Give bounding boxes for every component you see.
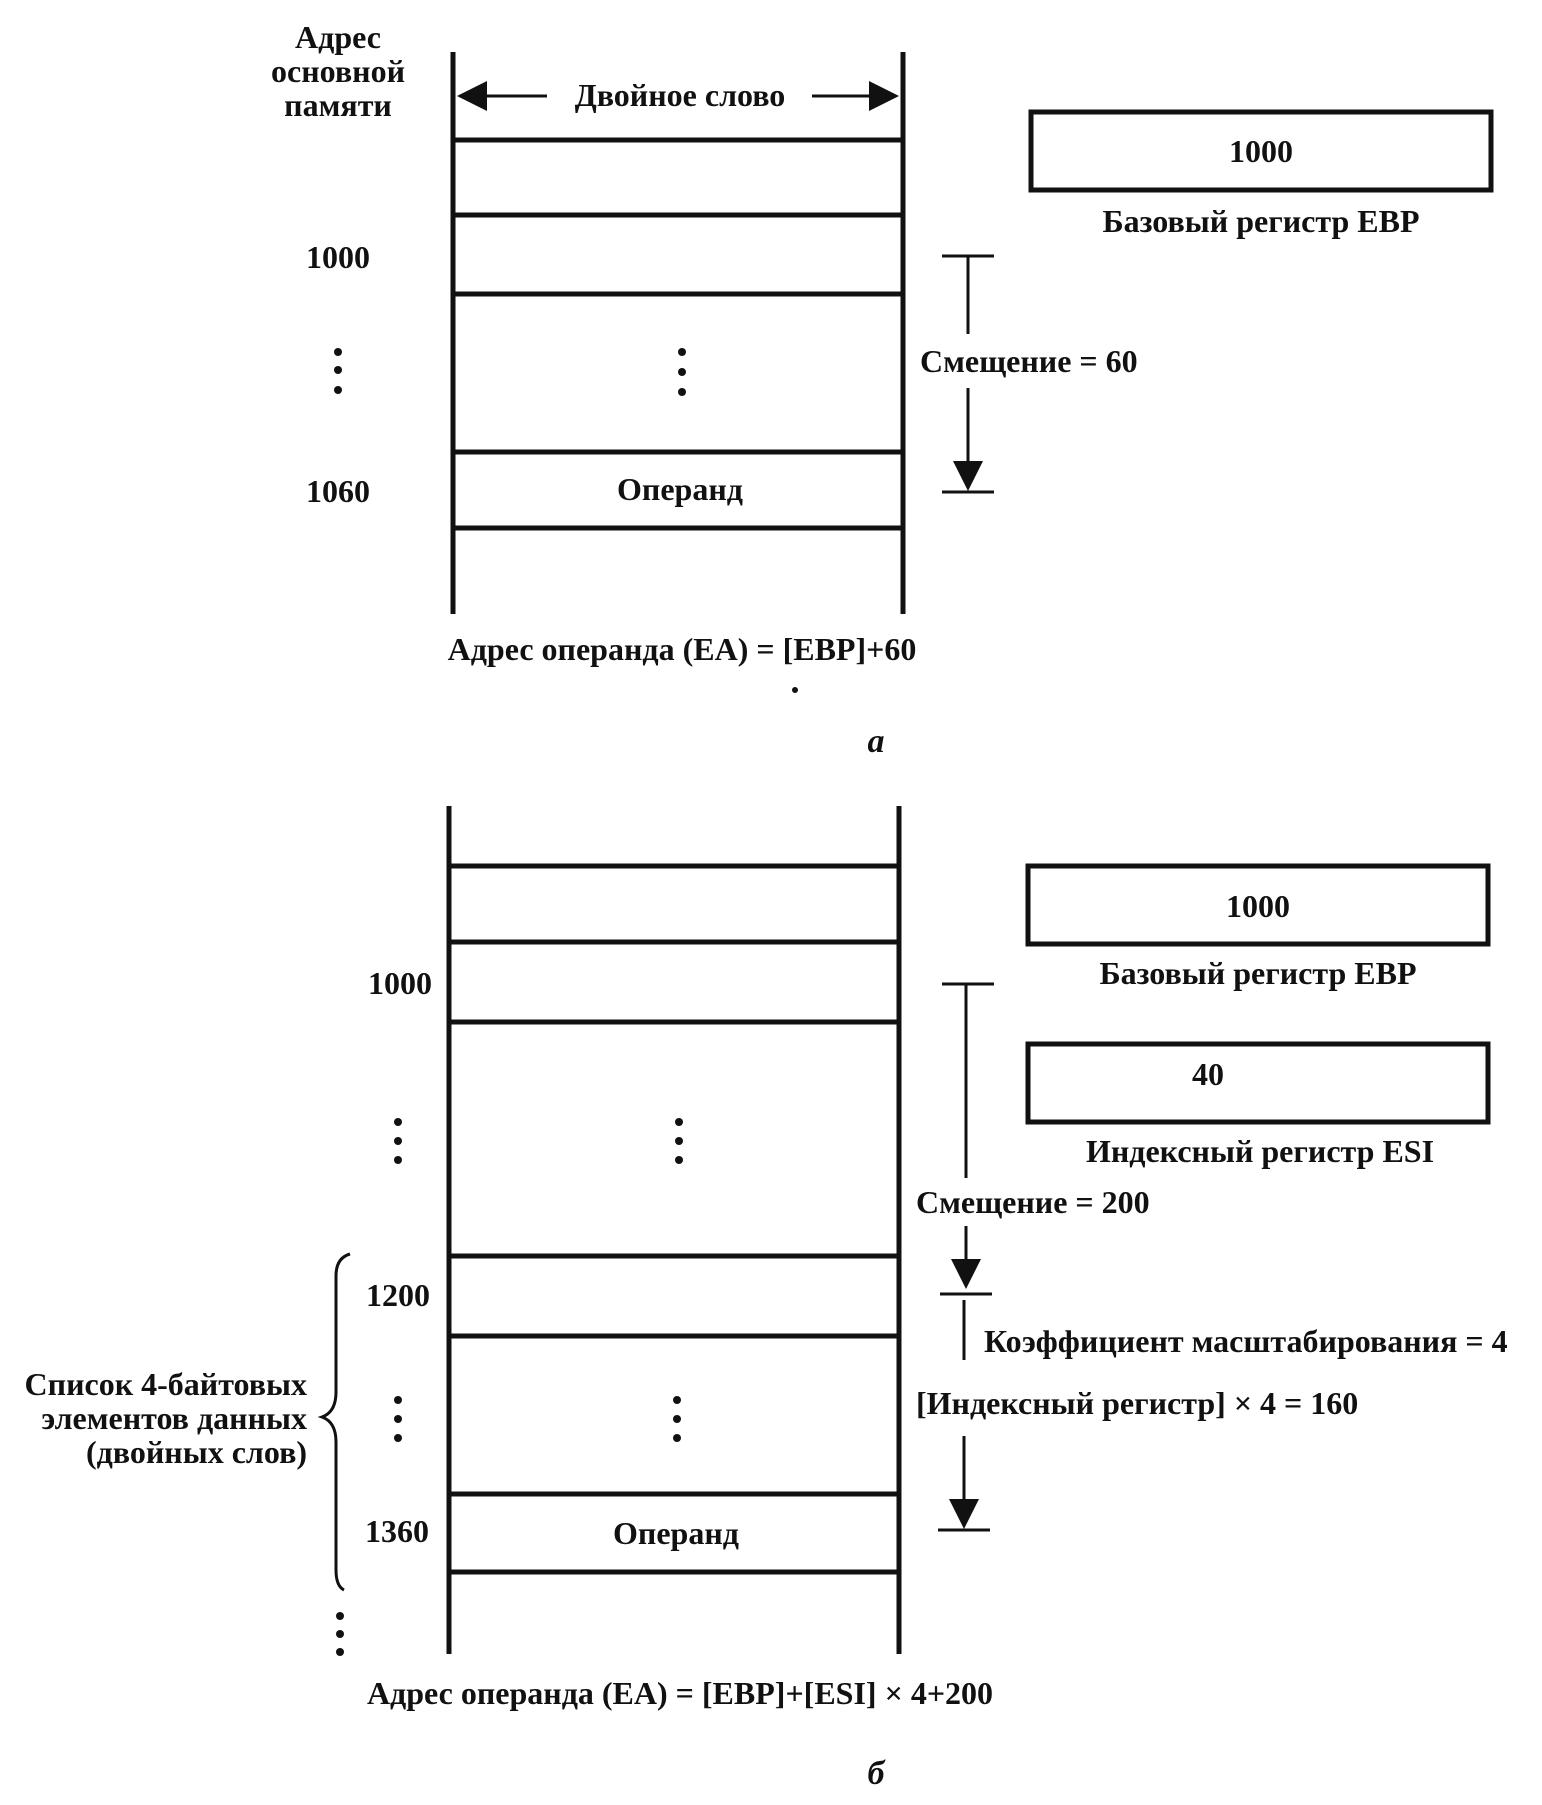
operand-label: Операнд xyxy=(613,1515,739,1551)
list-label-line2: элементов данных xyxy=(41,1400,307,1436)
address-ellipsis xyxy=(334,348,342,394)
offset-label: Смещение = 60 xyxy=(920,343,1138,379)
scale-factor-label: Коэффициент масштабирования = 4 xyxy=(984,1323,1508,1359)
address-1000: 1000 xyxy=(368,965,432,1001)
operand-label: Операнд xyxy=(617,471,743,507)
address-1060: 1060 xyxy=(306,473,370,509)
address-ellipsis xyxy=(336,1612,344,1656)
index-register-box xyxy=(1025,1041,1491,1125)
base-register-box xyxy=(1028,109,1494,193)
list-brace xyxy=(317,1252,351,1592)
address-1200: 1200 xyxy=(366,1277,430,1313)
diagram-a: Адрес основной памяти Двойное слово 1000… xyxy=(271,19,1494,760)
address-ellipsis xyxy=(394,1396,402,1442)
list-label-line3: (двойных слов) xyxy=(86,1434,307,1470)
memory-address-header-line3: памяти xyxy=(284,87,392,123)
memory-ellipsis xyxy=(673,1396,681,1442)
figure-caption-a: а xyxy=(868,723,885,760)
base-register-value: 1000 xyxy=(1226,888,1290,924)
operand-address-formula: Адрес операнда (EA) = [EBP]+60 xyxy=(448,631,917,667)
memory-address-header-line1: Адрес xyxy=(295,19,381,55)
double-word-label: Двойное слово xyxy=(575,77,786,113)
list-label-line1: Список 4-байтовых xyxy=(25,1366,307,1402)
memory-ellipsis xyxy=(678,348,686,396)
index-product-label: [Индексный регистр] × 4 = 160 xyxy=(916,1385,1358,1421)
offset-label: Смещение = 200 xyxy=(916,1184,1150,1220)
operand-address-formula: Адрес операнда (EA) = [EBP]+[ESI] × 4+20… xyxy=(367,1675,993,1711)
memory-ellipsis xyxy=(675,1118,683,1164)
address-1360: 1360 xyxy=(365,1513,429,1549)
figure-caption-b: б xyxy=(868,1755,887,1792)
diagram-b: 1000 1200 1360 Операнд Список 4-байтовых… xyxy=(25,806,1508,1792)
stray-dot xyxy=(792,687,798,693)
address-ellipsis xyxy=(394,1118,402,1164)
base-register-caption: Базовый регистр EBP xyxy=(1099,955,1416,991)
index-register-value: 40 xyxy=(1192,1056,1224,1092)
base-register-value: 1000 xyxy=(1229,133,1293,169)
index-register-caption: Индексный регистр ESI xyxy=(1086,1133,1434,1169)
memory-address-header-line2: основной xyxy=(271,53,405,89)
base-register-box xyxy=(1025,863,1491,947)
base-register-caption: Базовый регистр EBP xyxy=(1102,203,1419,239)
address-1000: 1000 xyxy=(306,239,370,275)
